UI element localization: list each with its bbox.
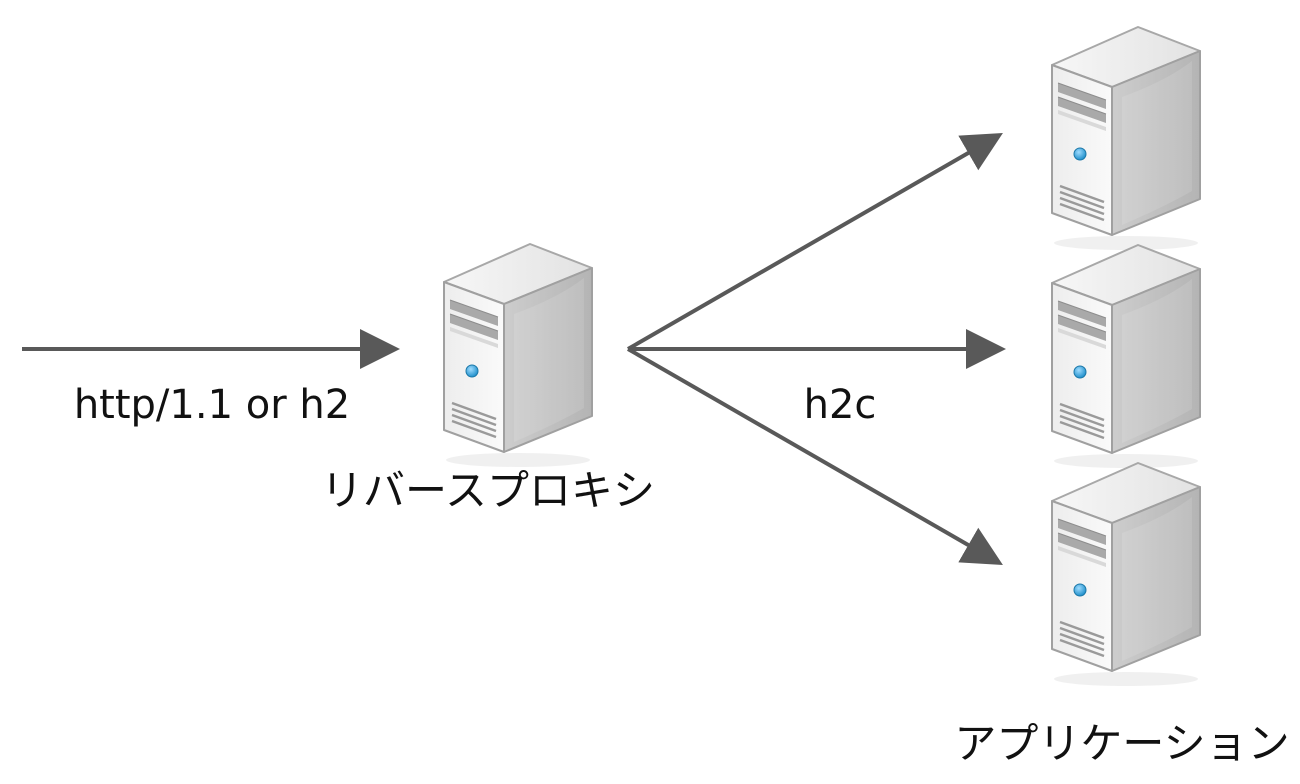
app-server-3-icon	[1050, 461, 1202, 688]
app-server-2-icon	[1050, 243, 1202, 470]
backend-protocol-label: h2c	[804, 382, 877, 428]
proxy-label: リバースプロキシ	[321, 466, 655, 515]
proxy-server-icon	[442, 242, 594, 469]
applications-label: アプリケーション	[954, 719, 1289, 768]
arrow-to-app-1	[627, 133, 1003, 351]
incoming-protocol-label: http/1.1 or h2	[74, 382, 350, 428]
arrow-to-app-3	[627, 347, 1003, 565]
arrows	[22, 133, 1006, 565]
app-server-1-icon	[1050, 25, 1202, 252]
